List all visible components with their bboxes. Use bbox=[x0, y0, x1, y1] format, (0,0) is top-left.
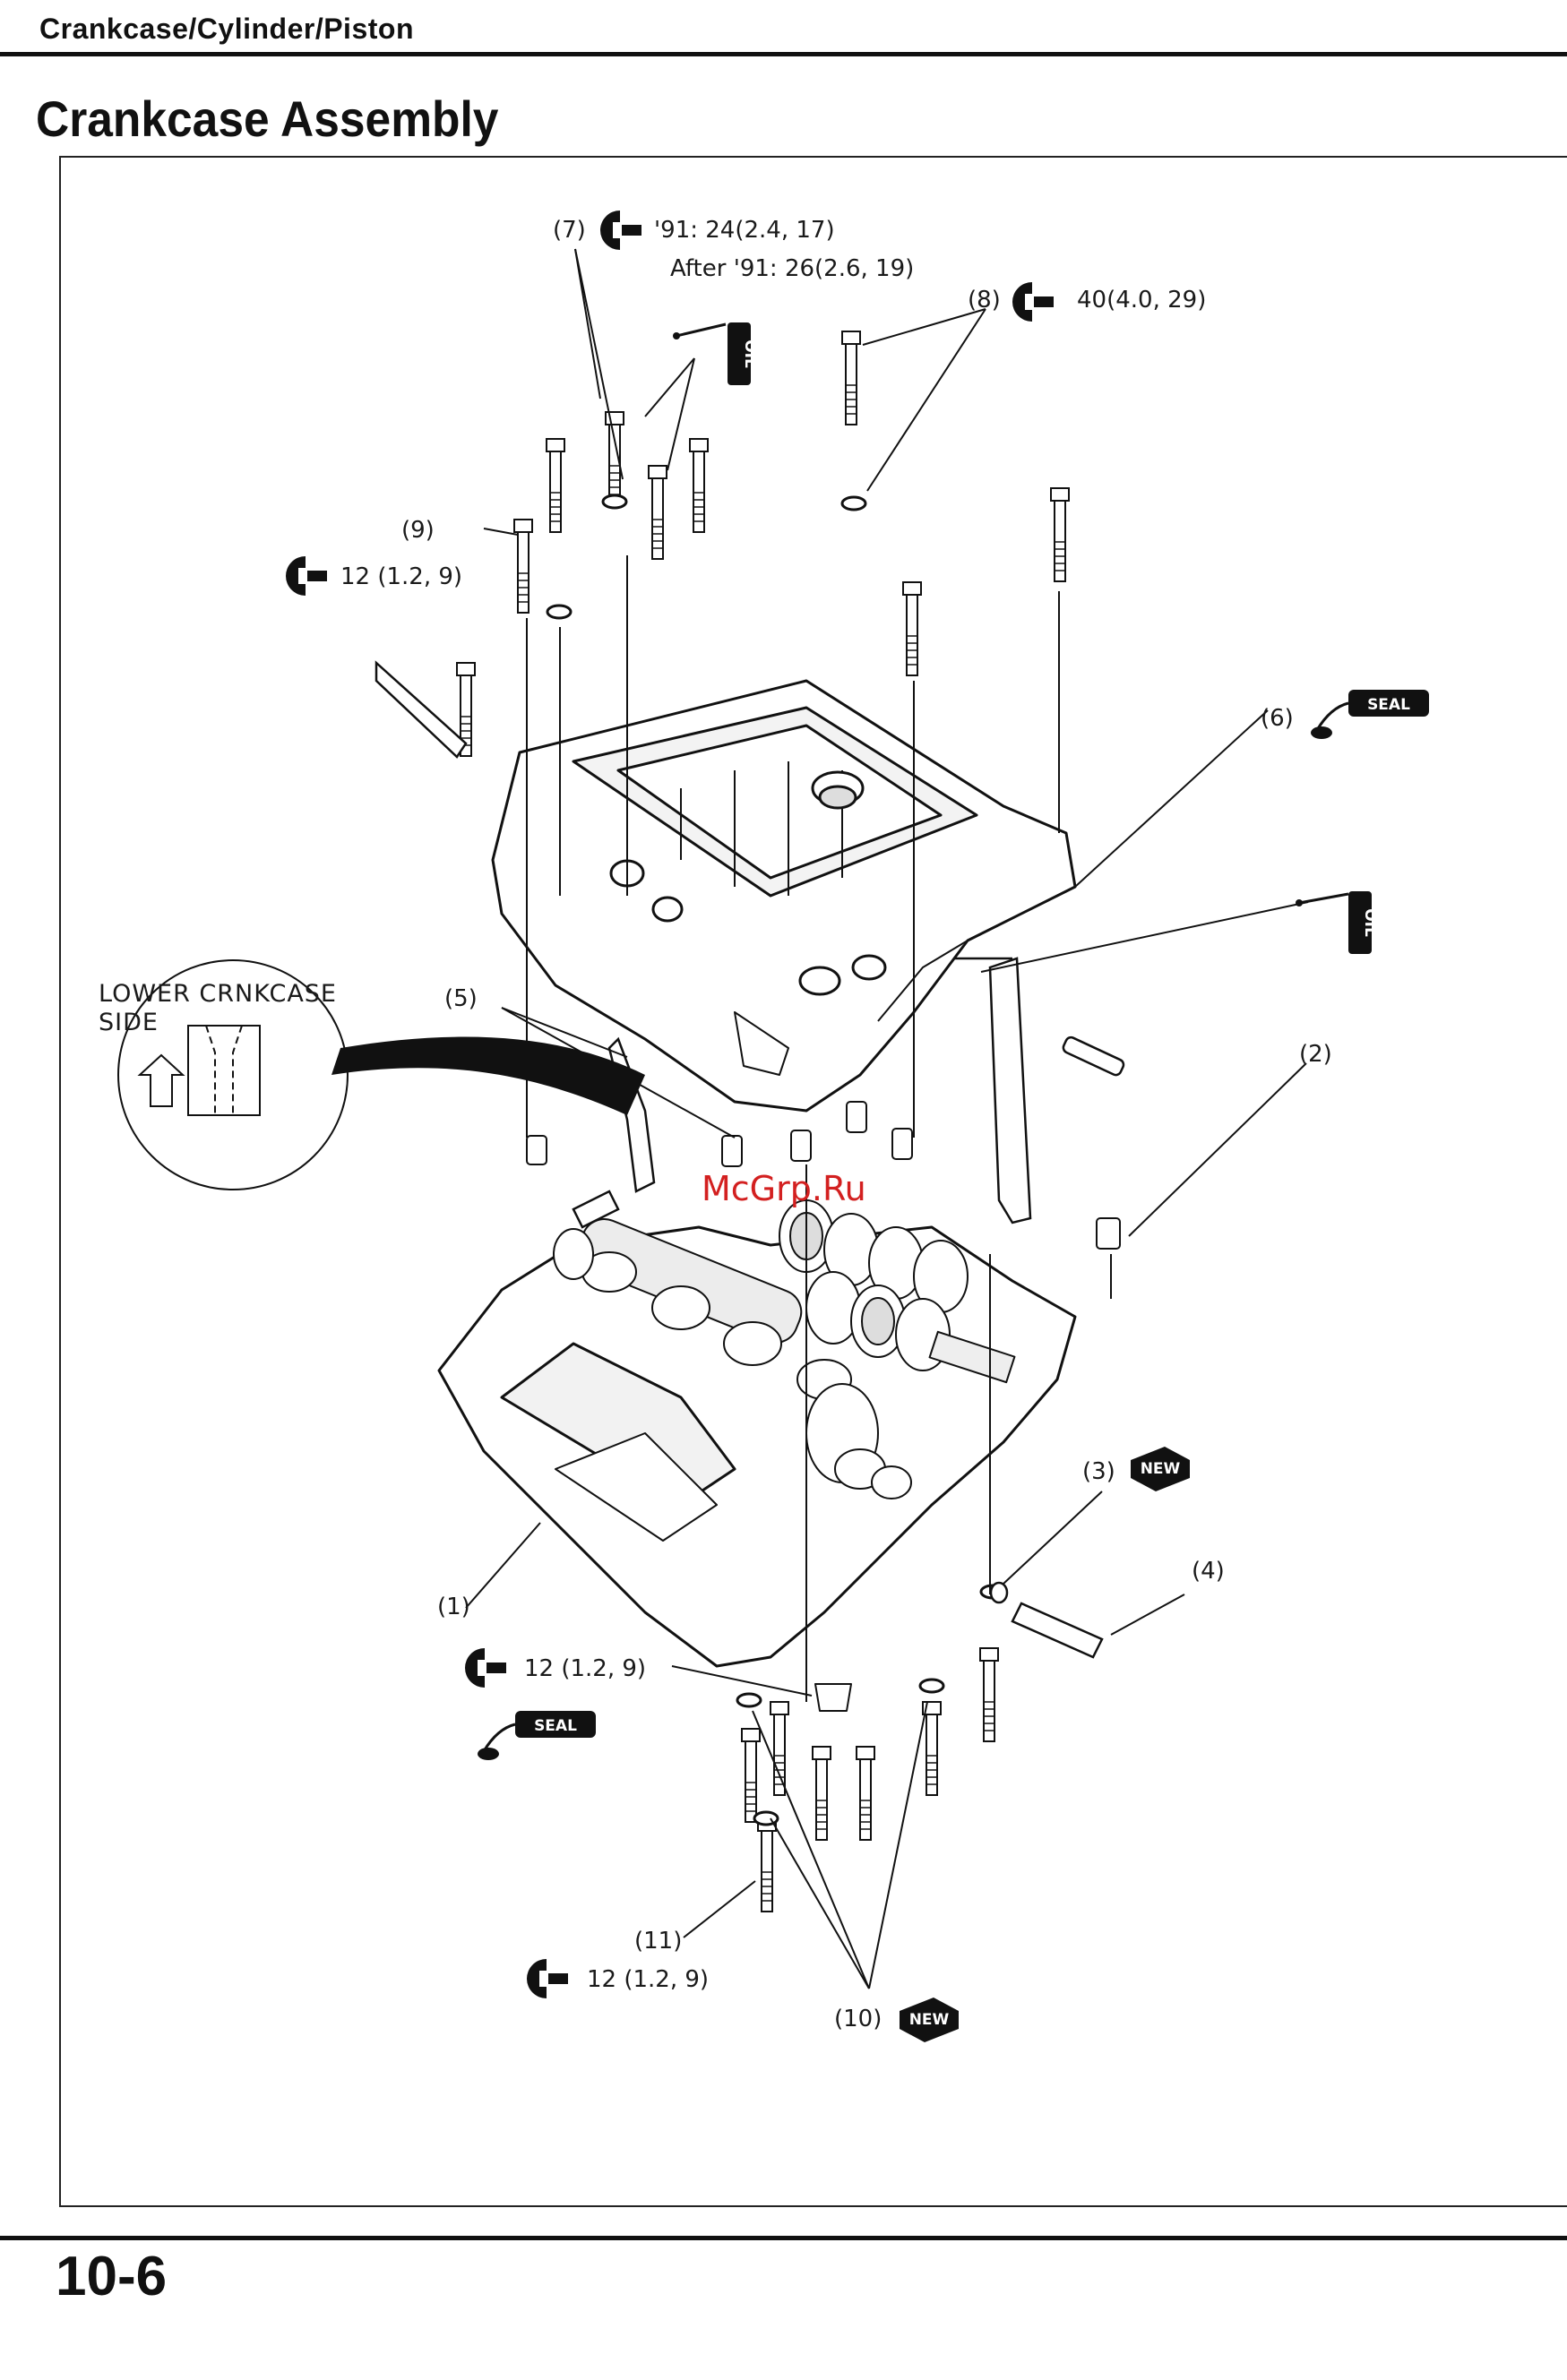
callout-3: (3) bbox=[1082, 1458, 1115, 1485]
oil-icon-upper: OIL bbox=[673, 322, 759, 385]
oil-icon-mid: OIL bbox=[1296, 891, 1379, 954]
watermark: McGrp.Ru bbox=[702, 1169, 866, 1208]
inset-label-line1: LOWER CRNKCASE bbox=[99, 980, 337, 1008]
page-number: 10-6 bbox=[56, 2245, 167, 2308]
torque-wrench-icon-8 bbox=[1012, 282, 1054, 322]
svg-text:OIL: OIL bbox=[741, 339, 759, 368]
torque-9: 12 (1.2, 9) bbox=[340, 563, 462, 590]
inset-label-line2: SIDE bbox=[99, 1009, 159, 1036]
torque-wrench-icon-7 bbox=[600, 211, 641, 250]
sealant-icon-lower: SEAL bbox=[478, 1711, 596, 1760]
torque-wrench-icon-oil-pan bbox=[465, 1648, 506, 1688]
callout-4: (4) bbox=[1192, 1558, 1225, 1585]
torque-oil-pan: 12 (1.2, 9) bbox=[524, 1655, 646, 1682]
callout-2: (2) bbox=[1299, 1041, 1332, 1068]
callout-6: (6) bbox=[1261, 705, 1294, 732]
callout-10: (10) bbox=[834, 2006, 882, 2032]
sealant-icon-upper: SEAL bbox=[1311, 690, 1429, 739]
torque-wrench-icon-9 bbox=[286, 556, 327, 596]
inset-lower-crankcase-side: LOWER CRNKCASE SIDE bbox=[99, 960, 645, 1190]
upper-crankcase bbox=[493, 681, 1075, 1111]
svg-text:NEW: NEW bbox=[1141, 1460, 1181, 1478]
crankcase-bolt-8 bbox=[842, 331, 860, 425]
svg-text:SEAL: SEAL bbox=[1367, 696, 1410, 714]
svg-text:OIL: OIL bbox=[1361, 908, 1379, 937]
torque-7-line1: '91: 24(2.4, 17) bbox=[654, 217, 835, 244]
new-part-icon-3: NEW bbox=[1131, 1447, 1190, 1491]
callout-9: (9) bbox=[401, 517, 435, 544]
callout-5: (5) bbox=[444, 985, 478, 1012]
torque-8: 40(4.0, 29) bbox=[1077, 287, 1206, 314]
svg-text:SEAL: SEAL bbox=[534, 1717, 577, 1735]
new-part-icon-10: NEW bbox=[900, 1998, 959, 2042]
callout-11: (11) bbox=[634, 1928, 682, 1955]
callout-1: (1) bbox=[437, 1594, 470, 1620]
svg-text:NEW: NEW bbox=[909, 2011, 950, 2029]
torque-wrench-icon-11 bbox=[527, 1959, 568, 1998]
torque-7-line2: After '91: 26(2.6, 19) bbox=[670, 255, 914, 282]
crankcase-bolt-9 bbox=[514, 520, 532, 613]
crankcase-bolt-7 bbox=[606, 412, 624, 505]
lower-crankcase bbox=[439, 1200, 1075, 1711]
torque-11: 12 (1.2, 9) bbox=[587, 1966, 709, 1993]
callout-7: (7) bbox=[553, 217, 586, 244]
footer-rule bbox=[0, 2236, 1567, 2240]
callout-8: (8) bbox=[968, 287, 1001, 314]
